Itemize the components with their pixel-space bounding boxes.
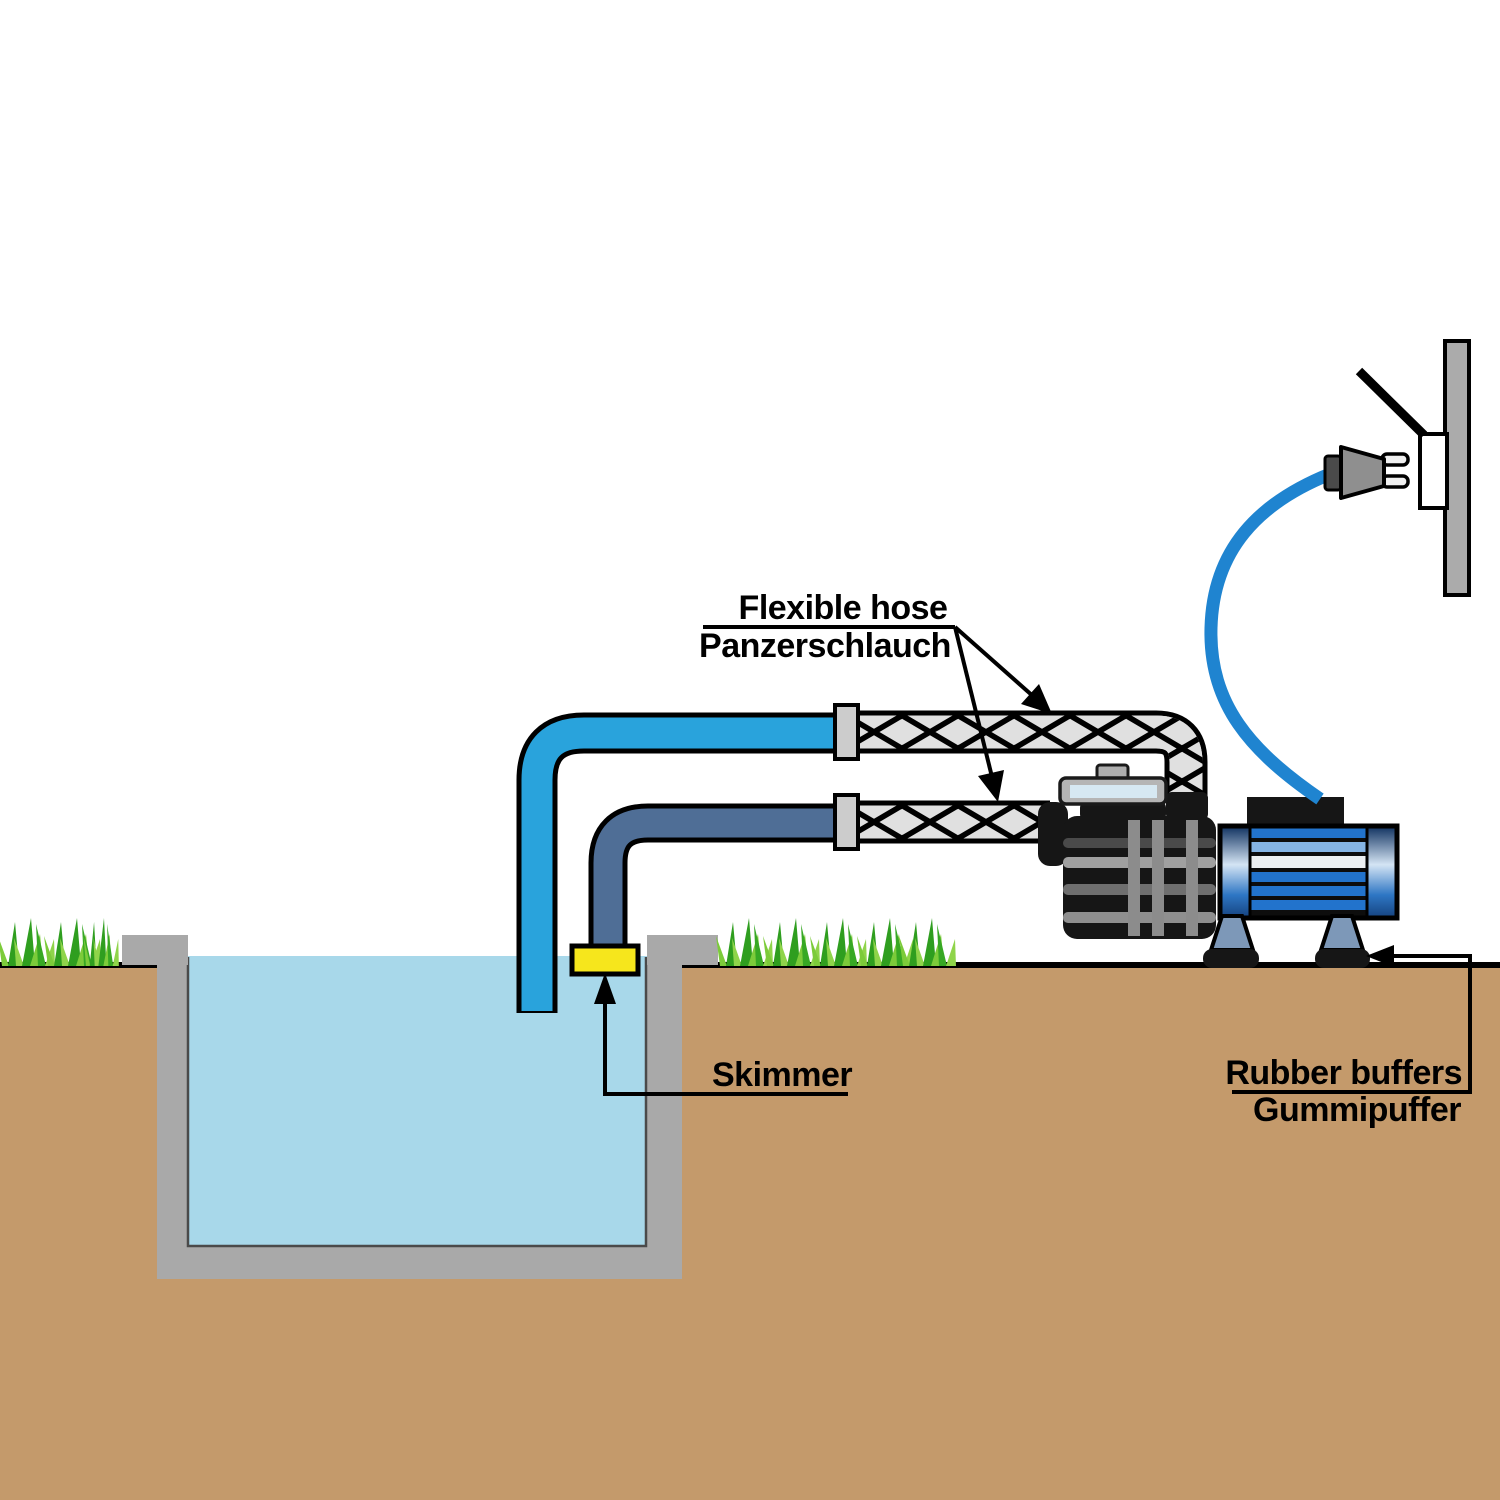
label-rubber-buffers-en: Rubber buffers [1225, 1054, 1462, 1092]
pump-inlet-port [1038, 802, 1068, 866]
pump-motor [1217, 823, 1400, 921]
skimmer [569, 943, 641, 977]
socket-cover-flap [1355, 367, 1428, 439]
leader-line-lower-hose [953, 626, 995, 782]
flexible-hose-upper [846, 710, 1208, 800]
pool-pump [1038, 763, 1400, 968]
rubber-buffer-left [1203, 949, 1259, 968]
arrowhead-skimmer [594, 973, 616, 1004]
hose-coupler-upper [833, 703, 860, 761]
pump-strainer-housing [1063, 816, 1216, 939]
power-supply [1204, 339, 1471, 805]
arrowhead-buffers [1366, 945, 1394, 967]
suction-pipe [588, 803, 845, 952]
label-flexible-hose-de: Panzerschlauch [699, 627, 951, 665]
wall-socket [1418, 432, 1449, 510]
return-pipe [516, 712, 845, 1013]
plug-body [1339, 445, 1386, 500]
power-plug [1323, 445, 1410, 500]
rubber-buffer-right [1315, 949, 1370, 968]
pool-coping-left [122, 935, 188, 965]
plug-cable-grip [1323, 454, 1343, 492]
arrowhead-lower-hose [978, 770, 1004, 802]
pump-top-port [1166, 792, 1208, 820]
label-flexible-hose-en: Flexible hose [739, 589, 948, 627]
leader-line-upper-hose [953, 625, 1036, 699]
arrowhead-upper-hose [1021, 684, 1052, 714]
power-cable [1204, 467, 1333, 805]
leader-line-buffers [1232, 954, 1472, 1094]
label-rubber-buffers-de: Gummipuffer [1253, 1091, 1461, 1129]
pool-coping-right [647, 935, 718, 965]
motor-terminal-box [1247, 797, 1344, 827]
pool-water [188, 956, 647, 1247]
hose-coupler-lower [833, 793, 860, 851]
pool-basin [122, 935, 718, 1279]
water-edge-line [186, 957, 648, 1248]
annotations: Flexible hose Panzerschlauch Skimmer Rub… [594, 589, 1472, 1129]
leader-line-skimmer [603, 1000, 848, 1096]
strainer-lid [1058, 763, 1168, 806]
label-skimmer: Skimmer [712, 1056, 852, 1094]
